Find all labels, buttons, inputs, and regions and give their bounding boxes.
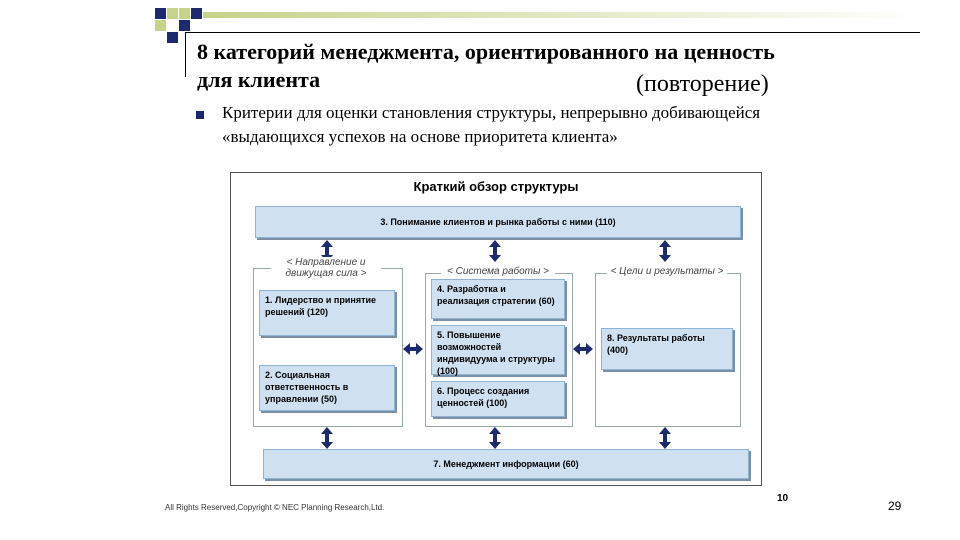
deco-square xyxy=(167,8,178,19)
deco-square xyxy=(179,8,190,19)
column-label-system: < Система работы > xyxy=(441,266,555,277)
page-number: 29 xyxy=(888,499,902,513)
vertical-double-arrow-icon xyxy=(659,427,671,449)
box-strategy: 4. Разработка и реализация стратегии (60… xyxy=(431,279,565,319)
column-label-direction: < Направление и движущая сила > xyxy=(271,257,381,279)
deco-square xyxy=(155,20,166,31)
deco-square xyxy=(191,8,202,19)
diagram-title: Краткий обзор структуры xyxy=(413,179,579,194)
vertical-double-arrow-icon xyxy=(321,240,333,262)
box-results: 8. Результаты работы (400) xyxy=(601,328,733,370)
deco-square xyxy=(155,8,166,19)
title-rule xyxy=(185,32,920,33)
box-leadership: 1. Лидерство и принятие решений (120) xyxy=(259,290,395,336)
top-bar: 3. Понимание клиентов и рынка работы с н… xyxy=(255,206,741,238)
vertical-double-arrow-icon xyxy=(659,240,671,262)
deco-square xyxy=(179,20,190,31)
horizontal-double-arrow-icon xyxy=(573,343,593,355)
copyright-footer: All Rights Reserved,Copyright © NEC Plan… xyxy=(165,503,385,512)
bottom-bar: 7. Менеджмент информации (60) xyxy=(263,449,749,479)
title-vrule xyxy=(185,32,186,77)
vertical-double-arrow-icon xyxy=(489,427,501,449)
bullet-icon xyxy=(196,111,204,119)
vertical-double-arrow-icon xyxy=(321,427,333,449)
deco-gradient-bar xyxy=(203,12,923,18)
box-capabilities: 5. Повышение возможностей индивидуума и … xyxy=(431,325,565,376)
deco-square xyxy=(167,32,178,43)
structure-diagram: Краткий обзор структуры 3. Понимание кли… xyxy=(230,172,762,486)
vertical-double-arrow-icon xyxy=(489,240,501,262)
bullet-text: Критерии для оценки становления структур… xyxy=(222,103,761,146)
column-label-results: < Цели и результаты > xyxy=(607,266,727,277)
slide-title: 8 категорий менеджмента, ориентированног… xyxy=(197,39,775,92)
box-social-responsibility: 2. Социальная ответственность в управлен… xyxy=(259,365,395,411)
inner-page-number: 10 xyxy=(777,493,789,504)
box-value-creation: 6. Процесс создания ценностей (100) xyxy=(431,381,565,417)
slide-subtitle: (повторение) xyxy=(636,71,769,97)
horizontal-double-arrow-icon xyxy=(403,343,423,355)
